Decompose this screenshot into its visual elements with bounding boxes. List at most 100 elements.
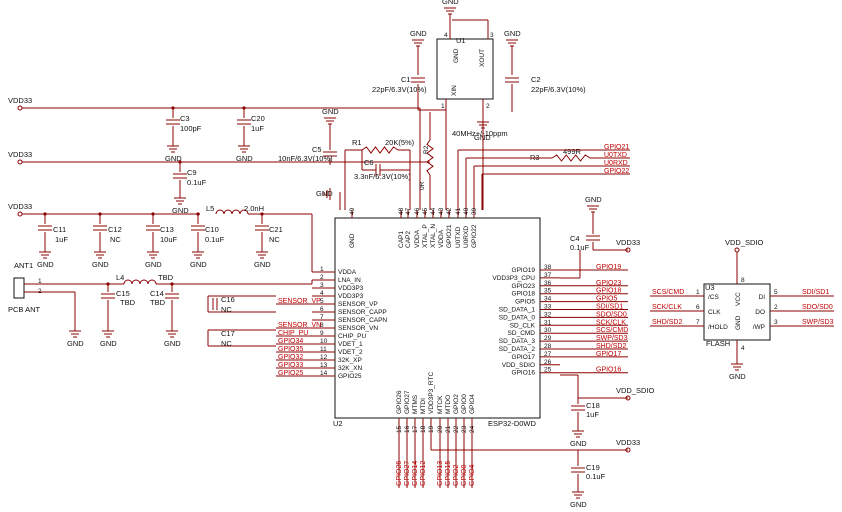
c10-val: 0.1uF (205, 235, 225, 244)
power-label: VDD_SDIO (616, 386, 655, 395)
u1-desc: 40MHz+/-10ppm (452, 129, 508, 138)
u2-bottom-pin-name: MTMS (412, 394, 419, 414)
right-net-label: GPIO19 (596, 264, 621, 271)
u2-top-pin-num: 46 (414, 207, 421, 215)
u3-gnd-name: GND (735, 315, 742, 330)
ground-label: GND (165, 154, 182, 163)
right-net-label: SDO/SD0 (596, 311, 627, 318)
c19-val: 0.1uF (586, 472, 606, 481)
u2-bottom-pin-num: 17 (412, 425, 419, 433)
c11-val: 1uF (55, 235, 68, 244)
left-net-label: GPIO25 (278, 370, 303, 377)
c6-ref: C6 (364, 158, 374, 167)
antenna-desc: PCB ANT (8, 305, 41, 314)
r1-ref: R1 (352, 138, 362, 147)
u2-right-pin-num: 34 (544, 296, 552, 303)
u2-bottom-pin-num: 23 (461, 425, 468, 433)
u3-left-name: /HOLD (708, 324, 728, 331)
left-net-label: GPIO34 (278, 338, 303, 345)
u2-bottom-pin-num: 24 (469, 425, 476, 433)
ground-label: GND (729, 372, 746, 381)
u2-right-pin-name: GPIO16 (512, 370, 536, 377)
u1-pin2-num: 2 (486, 103, 490, 110)
c14-ref: C14 (150, 289, 164, 298)
right-net-label: SCS/CMD (596, 327, 628, 334)
u2-top-pin-name: XTAL_P (422, 224, 429, 248)
u2-right-pin-num: 32 (544, 311, 552, 318)
c16-val: NC (221, 305, 232, 314)
power-terminal (734, 247, 740, 253)
c2-ref: C2 (531, 75, 541, 84)
u2-ref: U2 (333, 419, 343, 428)
u2-right-pin-num: 33 (544, 304, 552, 311)
u2-right-pin-num: 29 (544, 335, 552, 342)
u3-vcc-name: VCC (735, 292, 742, 306)
ground-label: GND (92, 260, 109, 269)
r3 (551, 154, 591, 162)
u2-top-pin-num: 40 (463, 207, 470, 215)
right-net-label: GPIO5 (596, 296, 618, 303)
u2-body (334, 217, 541, 419)
c16-ref: C16 (221, 295, 235, 304)
u2-left-pin-name: LNA_IN (338, 277, 361, 284)
c21-ref: C21 (269, 225, 283, 234)
u2-right-pin-num: 27 (544, 351, 552, 358)
c4-ref: C4 (570, 234, 580, 243)
c3-ref: C3 (180, 114, 190, 123)
u2-right-pin-name: SD_CLK (510, 322, 536, 329)
u2-right-pin-name: GPIO5 (515, 299, 535, 306)
u2-top-pin-name: U0TXD (455, 226, 462, 248)
gnd49-label: GND (316, 189, 333, 198)
power-label: VDD33 (8, 202, 32, 211)
u3-left-name: /CS (708, 294, 720, 301)
c6-val: 3.3nF/6.3V(10%) (354, 172, 411, 181)
bottom-net-label: GPIO12 (420, 461, 427, 486)
u2-bottom-pin-name: GPIO4 (469, 394, 476, 414)
u2-bottom-pin-name: GPIO0 (461, 394, 468, 414)
gnd49-symbol (323, 188, 331, 200)
u2-right-pin-name: GPIO18 (512, 291, 536, 298)
ground-label: GND (504, 29, 521, 38)
c3-val: 100pF (180, 124, 202, 133)
u2-left-pin-num: 14 (320, 370, 328, 377)
c1-val: 22pF/6.3V(10%) (372, 85, 427, 94)
bottom-net-label: GPIO14 (412, 461, 419, 486)
right-net-label: SCK/CLK (596, 319, 626, 326)
u3-left-num: 6 (696, 304, 700, 311)
u2-left-pin-num: 13 (320, 362, 328, 369)
u2-top-pin-name: GPIO22 (471, 224, 478, 248)
u2-bottom-pin-num: 20 (437, 425, 444, 433)
u2-left-pin-num: 12 (320, 354, 328, 361)
u2-top-pin-num: 48 (398, 207, 405, 215)
u2-bottom-pin-name: MTDO (445, 395, 452, 414)
u2-top-pin-name: VDDA (414, 229, 421, 248)
u1-pin3-num: 3 (490, 32, 494, 39)
antenna-body (13, 277, 25, 299)
u2-bottom-pin-num: 15 (396, 425, 403, 433)
u2-right-pin-num: 36 (544, 280, 552, 287)
u2-left-pin-name: SENSOR_VP (338, 301, 378, 308)
u2-right-pin-name: SD_CMD (508, 330, 536, 337)
c10-ref: C10 (205, 225, 219, 234)
u1-body (436, 38, 494, 100)
u3-right-num: 2 (774, 304, 778, 311)
ground-label: GND (410, 29, 427, 38)
left-net-label: CHIP_PU (278, 330, 308, 337)
u2-right-pin-num: 26 (544, 359, 552, 366)
u2-left-pin-name: SENSOR_VN (338, 325, 378, 332)
u2-bottom-pin-name: GPIO2 (453, 394, 460, 414)
u2-left-pin-num: 5 (320, 298, 324, 305)
u3-right-num: 3 (774, 319, 778, 326)
c18-ref: C18 (586, 401, 600, 410)
ground-label: GND (100, 339, 117, 348)
c20-val: 1uF (251, 124, 264, 133)
ground-label: GND (442, 0, 459, 6)
r3-val: 499R (563, 147, 582, 156)
c9-ref: C9 (187, 168, 197, 177)
ground-label: GND (145, 260, 162, 269)
u1-xout-pin: XOUT (479, 49, 486, 67)
left-net-label: GPIO35 (278, 346, 303, 353)
ground-label: GND (164, 339, 181, 348)
u3-part: FLASH (706, 339, 730, 348)
